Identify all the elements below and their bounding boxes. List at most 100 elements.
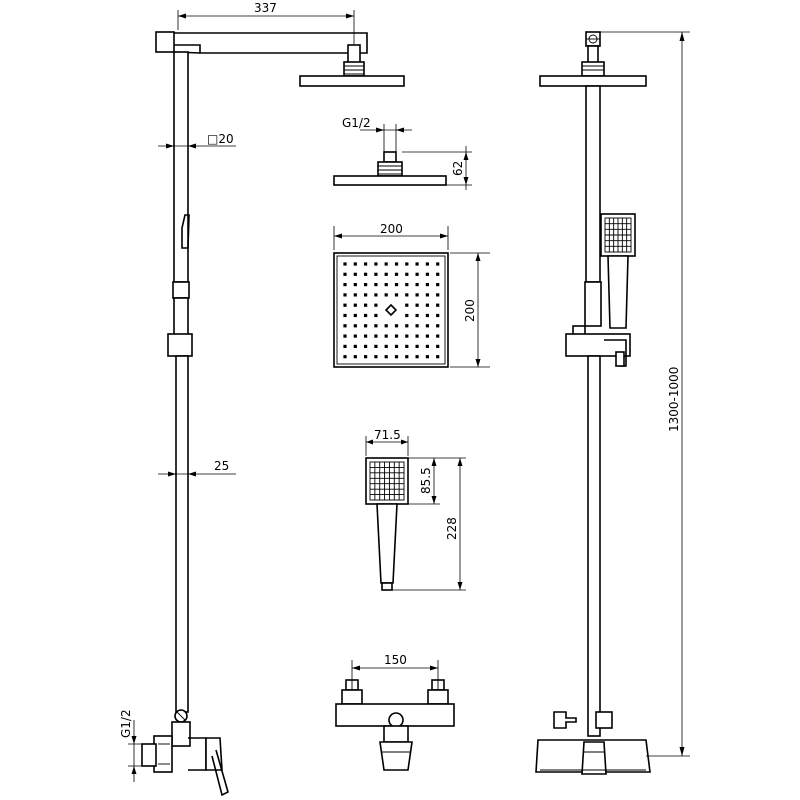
nozzle bbox=[343, 303, 347, 307]
nozzle bbox=[394, 293, 399, 297]
nozzle bbox=[436, 293, 440, 297]
nozzle bbox=[436, 313, 440, 318]
nozzle bbox=[436, 334, 440, 338]
nozzle bbox=[343, 293, 347, 297]
dim-hand-length: 228 bbox=[445, 517, 459, 540]
dim-pipe-lower: 25 bbox=[214, 459, 229, 473]
nozzle bbox=[353, 293, 357, 297]
nozzle bbox=[343, 283, 347, 287]
nozzle bbox=[436, 283, 440, 287]
nozzle bbox=[374, 313, 378, 318]
nozzle bbox=[364, 283, 368, 287]
nozzle bbox=[425, 262, 429, 266]
nozzle bbox=[415, 344, 419, 348]
nozzle bbox=[405, 272, 409, 276]
dim-head-height: 62 bbox=[451, 161, 465, 176]
nozzle bbox=[394, 324, 399, 328]
nozzle bbox=[436, 262, 440, 266]
nozzle bbox=[415, 313, 419, 318]
hand-shower-handle bbox=[376, 503, 398, 584]
nozzle bbox=[405, 303, 409, 307]
nozzle bbox=[374, 355, 378, 359]
dim-head-depth: 200 bbox=[463, 299, 477, 322]
nozzle bbox=[415, 272, 419, 276]
nozzle bbox=[415, 324, 419, 328]
dim-inlet-head: G1/2 bbox=[342, 116, 371, 130]
hand-shower-grid bbox=[370, 462, 404, 500]
nozzle bbox=[415, 262, 419, 266]
front-view: 1300-1000 bbox=[535, 31, 690, 775]
nozzle bbox=[343, 334, 347, 338]
nozzle bbox=[364, 344, 368, 348]
dim-mixer-centers: 150 bbox=[384, 653, 407, 667]
nozzle bbox=[436, 303, 440, 307]
nozzle bbox=[343, 262, 347, 266]
nozzle bbox=[384, 324, 388, 328]
nozzle bbox=[415, 283, 419, 287]
head-top-view: 200 200 bbox=[333, 222, 490, 368]
nozzle bbox=[384, 293, 388, 297]
nozzle bbox=[415, 355, 419, 359]
nozzle bbox=[425, 355, 429, 359]
nozzle bbox=[343, 355, 347, 359]
lower-pipe bbox=[175, 355, 189, 713]
nozzle bbox=[425, 293, 429, 297]
nozzle bbox=[425, 324, 429, 328]
dim-hand-width: 71.5 bbox=[374, 428, 401, 442]
nozzle bbox=[374, 344, 378, 348]
head-profile: G1/2 62 bbox=[333, 116, 472, 190]
dim-hand-face: 85.5 bbox=[419, 467, 433, 494]
nozzle bbox=[436, 355, 440, 359]
nozzle bbox=[384, 262, 388, 266]
head-plate bbox=[333, 175, 447, 186]
dim-head-width: 200 bbox=[380, 222, 403, 236]
nozzle bbox=[436, 324, 440, 328]
nozzle bbox=[394, 334, 399, 338]
nozzle bbox=[374, 262, 378, 266]
nozzle bbox=[415, 303, 419, 307]
front-shower-head bbox=[539, 75, 647, 87]
nozzle bbox=[343, 344, 347, 348]
hand-shower-face bbox=[365, 457, 409, 505]
nozzle bbox=[405, 313, 409, 318]
nozzle bbox=[405, 344, 409, 348]
nozzle bbox=[405, 334, 409, 338]
nozzle bbox=[364, 313, 368, 318]
nozzle bbox=[353, 324, 357, 328]
nozzle bbox=[364, 272, 368, 276]
nozzle bbox=[353, 283, 357, 287]
dim-pipe-upper: □20 bbox=[207, 132, 234, 146]
nozzle bbox=[343, 324, 347, 328]
nozzle bbox=[415, 293, 419, 297]
nozzle bbox=[405, 262, 409, 266]
dim-inlet-left: G1/2 bbox=[119, 709, 133, 738]
nozzle bbox=[436, 272, 440, 276]
nozzle bbox=[374, 283, 378, 287]
nozzle bbox=[353, 313, 357, 318]
nozzle bbox=[425, 313, 429, 318]
nozzle bbox=[415, 334, 419, 338]
nozzle bbox=[374, 272, 378, 276]
nozzle bbox=[374, 303, 378, 307]
nozzle bbox=[364, 334, 368, 338]
dim-height-range: 1300-1000 bbox=[667, 367, 681, 432]
nozzle bbox=[353, 334, 357, 338]
front-head-nut bbox=[581, 61, 605, 77]
arm-elbow bbox=[155, 31, 175, 53]
nozzle bbox=[384, 355, 388, 359]
nozzle bbox=[364, 262, 368, 266]
nozzle bbox=[425, 344, 429, 348]
front-upper-pipe bbox=[585, 85, 601, 283]
nozzle bbox=[384, 272, 388, 276]
nozzle bbox=[353, 272, 357, 276]
nozzle bbox=[384, 334, 388, 338]
nozzle bbox=[343, 272, 347, 276]
nozzle bbox=[394, 355, 399, 359]
nozzle bbox=[394, 262, 399, 266]
nozzle-grid bbox=[343, 262, 440, 359]
nozzle bbox=[343, 313, 347, 318]
nozzle bbox=[384, 283, 388, 287]
nozzle bbox=[425, 272, 429, 276]
front-lower-pipe bbox=[587, 355, 601, 737]
hand-shower: 71.5 85.5 228 bbox=[365, 428, 466, 591]
